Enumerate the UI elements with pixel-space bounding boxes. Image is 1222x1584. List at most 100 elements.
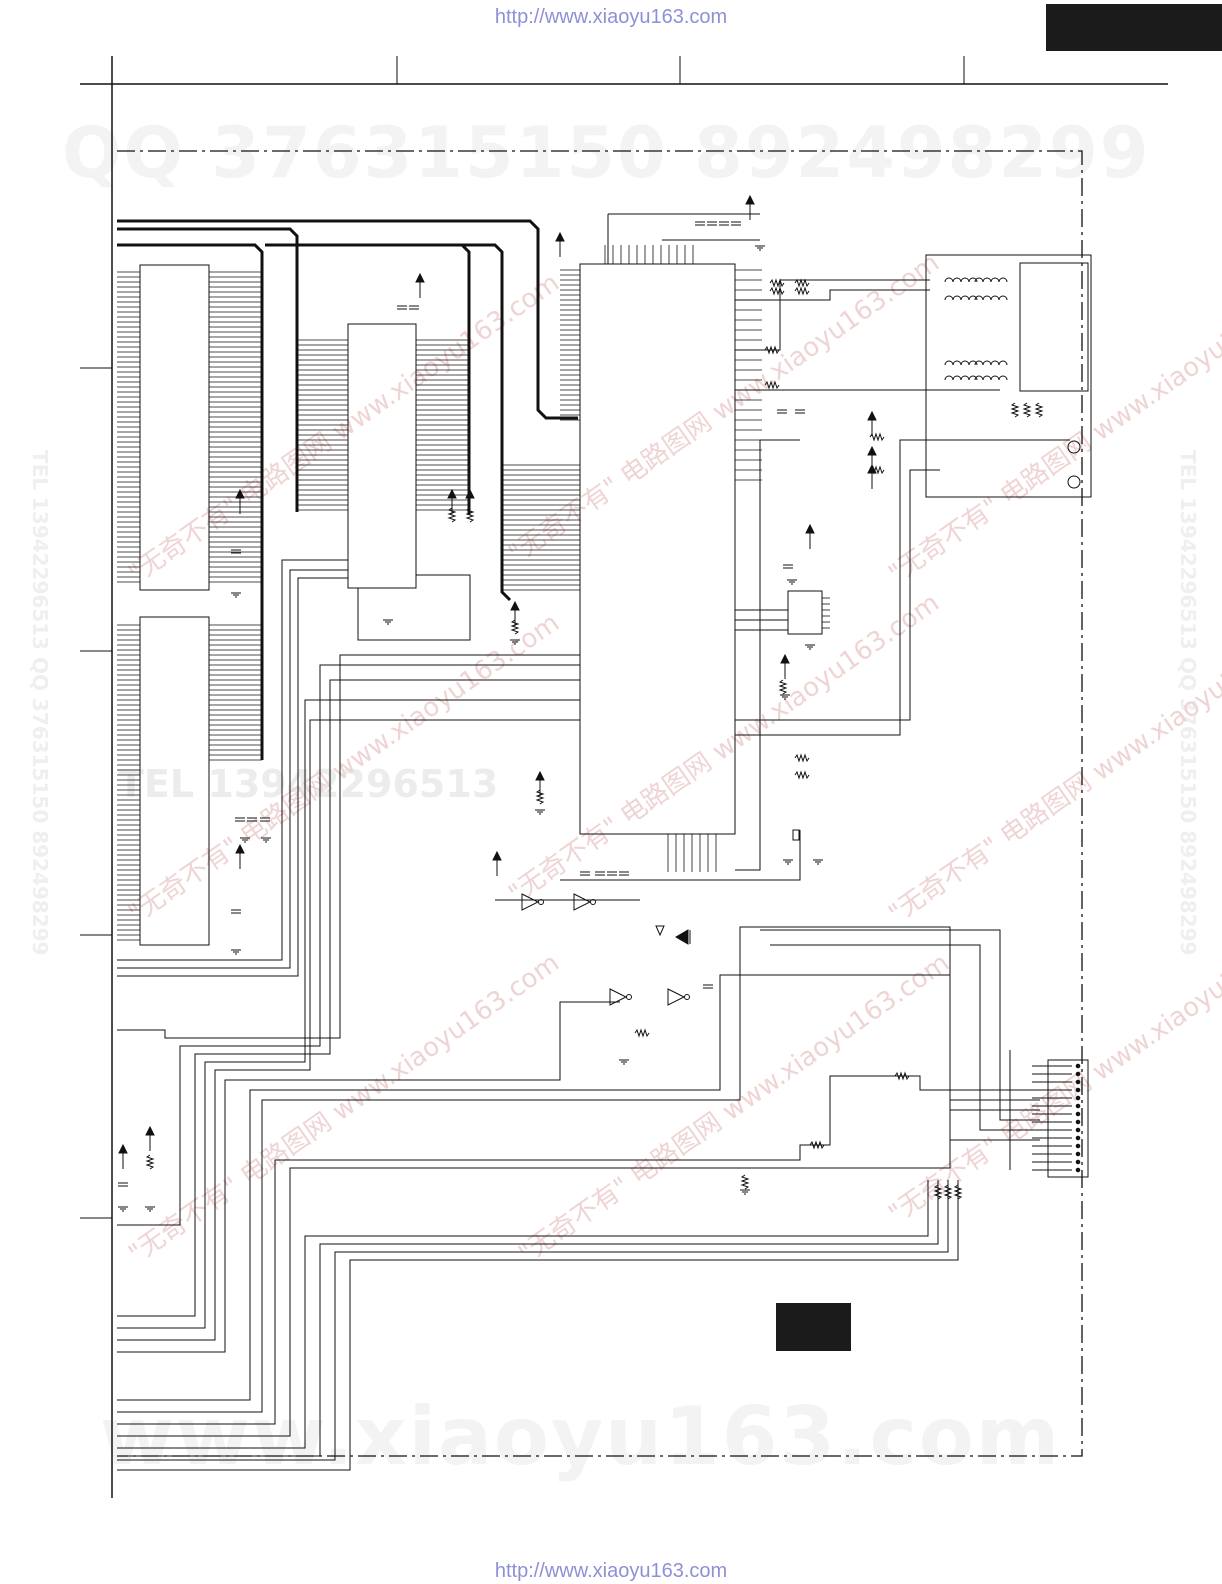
ic-main-processor — [579, 263, 736, 835]
connector-pin — [1075, 1159, 1081, 1165]
wire — [117, 1075, 1040, 1425]
resistor — [933, 1184, 943, 1200]
resistor — [769, 278, 785, 288]
power-arrow — [465, 488, 475, 499]
crystal — [792, 829, 800, 841]
inverter-bubble — [684, 994, 690, 1000]
transformer-coil — [944, 295, 978, 301]
page-corner-tab — [1046, 4, 1222, 51]
power-arrow — [867, 410, 877, 421]
page-label-block — [776, 1303, 851, 1351]
resistor — [794, 286, 810, 296]
power-arrow — [805, 523, 815, 534]
power-arrow — [535, 770, 545, 781]
header-url[interactable]: http://www.xiaoyu163.com — [494, 6, 728, 28]
wire — [117, 1001, 620, 1353]
resistor — [740, 1174, 750, 1190]
connector-pin — [1075, 1119, 1081, 1125]
wire — [117, 559, 348, 961]
connector-pin — [1075, 1063, 1081, 1069]
resistor — [953, 1184, 963, 1200]
resistor — [634, 1028, 650, 1038]
wire — [117, 1180, 959, 1471]
diode — [675, 929, 689, 945]
led — [1067, 475, 1081, 489]
inverter-bubble — [590, 899, 596, 905]
power-arrow — [447, 488, 457, 499]
transformer-coil — [974, 375, 1008, 381]
resistor — [809, 1140, 825, 1150]
inverter — [573, 893, 592, 911]
data-bus — [117, 219, 578, 760]
wire — [735, 439, 1070, 736]
led — [1067, 440, 1081, 454]
watermark-top: QQ 376315150 892498299 — [62, 112, 1151, 194]
resistor — [769, 286, 785, 296]
footer-url[interactable]: http://www.xiaoyu163.com — [494, 1560, 728, 1582]
connector-jack — [1019, 262, 1089, 392]
wire — [117, 569, 348, 969]
power-arrow — [867, 445, 877, 456]
connector-bottom-right — [1047, 1059, 1089, 1178]
connector-pin — [1075, 1095, 1081, 1101]
inverter — [667, 988, 686, 1006]
transformer-coil — [944, 360, 978, 366]
power-symbol — [655, 925, 665, 937]
wire — [117, 1109, 1040, 1437]
connector-pin — [1075, 1135, 1081, 1141]
wire — [735, 279, 930, 351]
wire — [117, 1180, 939, 1457]
resistor — [447, 507, 457, 523]
resistor — [465, 507, 475, 523]
ic-memory-lower — [139, 616, 210, 946]
power-arrow — [118, 1143, 128, 1154]
resistor — [778, 679, 788, 695]
power-arrow — [780, 653, 790, 664]
resistor — [1010, 402, 1020, 418]
routing-wires — [117, 213, 1070, 1471]
components — [118, 194, 1081, 1212]
power-arrow — [510, 600, 520, 611]
wire — [117, 654, 580, 1039]
connector-pin — [1075, 1151, 1081, 1157]
wire — [117, 719, 580, 1341]
wire — [117, 577, 348, 977]
wire — [117, 1180, 949, 1461]
connector-pin — [1075, 1079, 1081, 1085]
pin-lines — [117, 245, 830, 941]
resistor — [764, 345, 780, 355]
resistor — [1034, 402, 1044, 418]
ic-small-right — [787, 590, 823, 635]
wire — [560, 830, 801, 881]
power-arrow — [145, 1125, 155, 1136]
wire — [735, 439, 800, 871]
power-arrow — [555, 231, 565, 242]
wire — [357, 574, 471, 641]
inverter-bubble — [538, 899, 544, 905]
watermark-middle: TEL 13942296513 — [118, 762, 499, 806]
transformer-block — [925, 254, 1092, 498]
resistor — [145, 1154, 155, 1170]
inverter — [609, 988, 628, 1006]
ic-buffer — [347, 323, 417, 589]
wire — [760, 929, 1040, 1121]
transformer-coil — [974, 295, 1008, 301]
wire — [117, 679, 580, 1317]
power-arrow — [235, 488, 245, 499]
power-arrow — [415, 272, 425, 283]
resistor — [510, 619, 520, 635]
transformer-coil — [944, 277, 978, 283]
resistor — [794, 753, 810, 763]
power-arrow — [492, 850, 502, 861]
connector-pin — [1075, 1087, 1081, 1093]
board-outline-dashed — [117, 150, 1083, 1457]
wire — [735, 469, 940, 721]
power-arrow — [745, 194, 755, 205]
connector-pin — [1075, 1127, 1081, 1133]
resistor — [764, 380, 780, 390]
inverter — [521, 893, 540, 911]
wire — [117, 974, 1040, 1401]
transformer-coil — [944, 375, 978, 381]
resistor — [894, 1071, 910, 1081]
